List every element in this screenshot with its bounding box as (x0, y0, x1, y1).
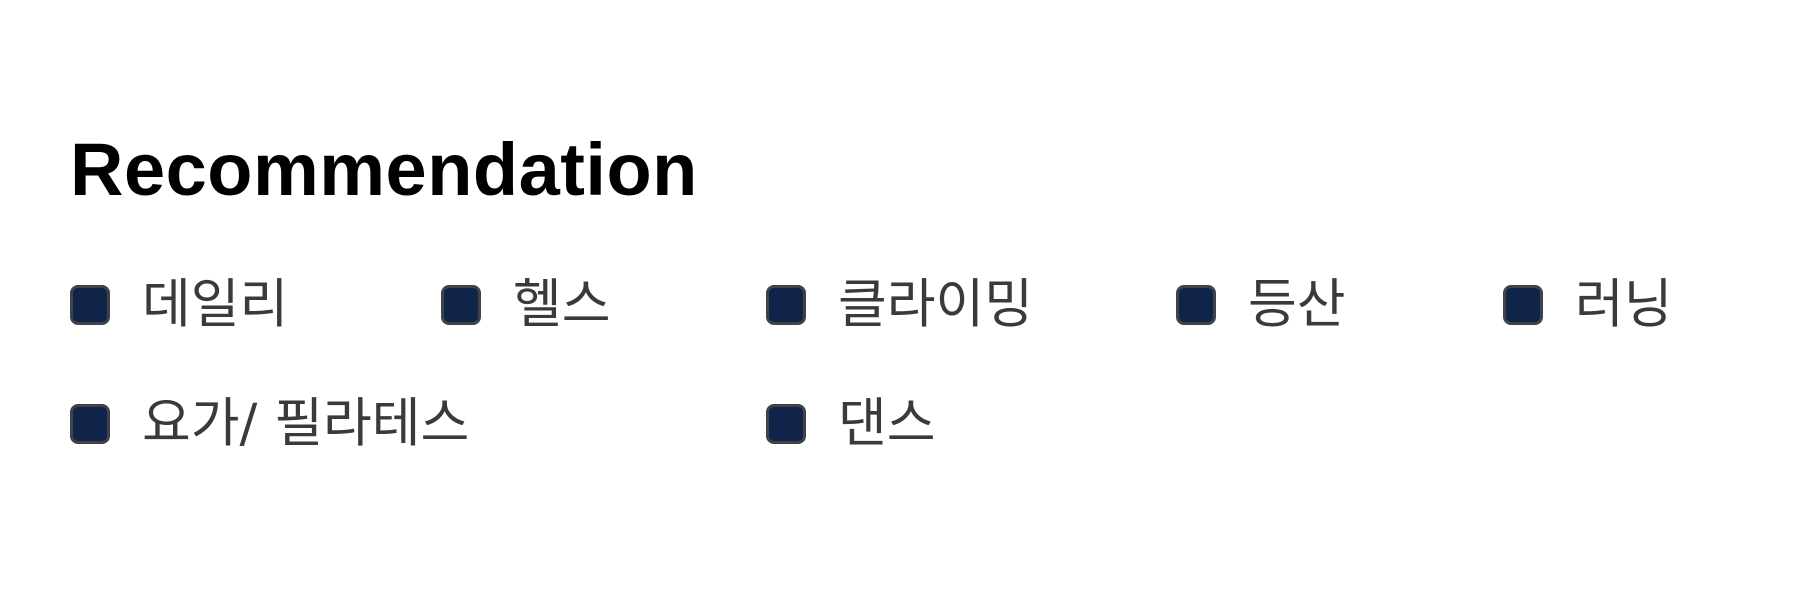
option-label: 데일리 (142, 274, 289, 335)
option-health[interactable]: 헬스 (441, 275, 611, 335)
checkbox[interactable] (441, 285, 481, 325)
option-label: 댄스 (838, 393, 936, 454)
checkbox[interactable] (70, 285, 110, 325)
option-dance[interactable]: 댄스 (766, 394, 936, 454)
option-hiking[interactable]: 등산 (1176, 275, 1346, 335)
option-climbing[interactable]: 클라이밍 (766, 275, 1033, 335)
option-daily[interactable]: 데일리 (70, 275, 288, 335)
checkbox[interactable] (1503, 285, 1543, 325)
checkbox[interactable] (766, 285, 806, 325)
checkbox[interactable] (1176, 285, 1216, 325)
option-label: 러닝 (1575, 274, 1673, 335)
option-running[interactable]: 러닝 (1503, 275, 1673, 335)
section-title: Recommendation (70, 128, 698, 211)
checkbox[interactable] (766, 404, 806, 444)
option-label: 등산 (1248, 274, 1346, 335)
option-label: 헬스 (513, 274, 611, 335)
option-label: 클라이밍 (838, 274, 1034, 335)
option-label: 요가/ 필라테스 (142, 393, 470, 454)
option-yoga-pilates[interactable]: 요가/ 필라테스 (70, 394, 469, 454)
checkbox[interactable] (70, 404, 110, 444)
